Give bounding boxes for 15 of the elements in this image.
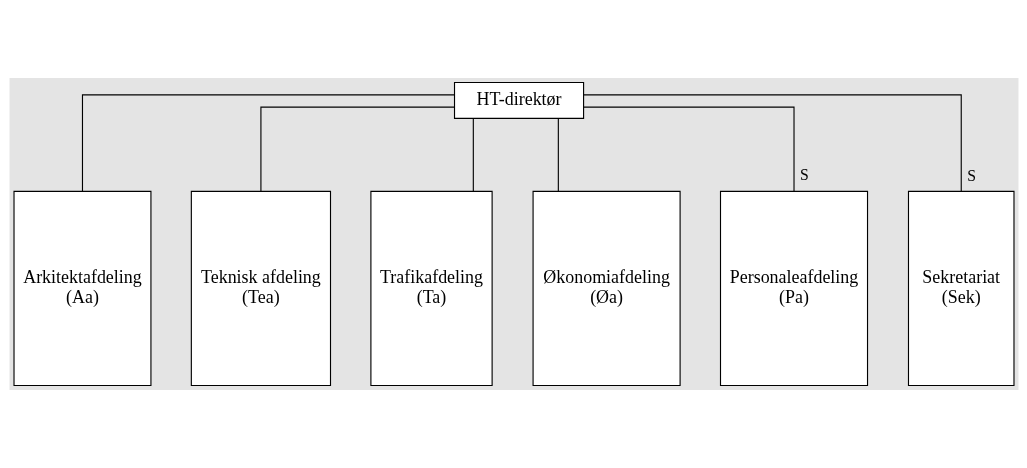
node-box: HT-direktør <box>453 81 584 119</box>
node-box: Arkitektafdeling (Aa) <box>12 190 151 387</box>
connector <box>472 117 474 192</box>
connector <box>582 106 795 192</box>
connector <box>259 106 455 192</box>
node-box: Sekretariat (Sek) <box>907 190 1015 387</box>
node-box: Økonomiafdeling (Øa) <box>532 190 681 387</box>
connector <box>582 94 962 192</box>
node-box: Trafikafdeling (Ta) <box>369 190 493 387</box>
connector <box>81 94 455 192</box>
node-box: Personaleafdeling (Pa) <box>719 190 868 387</box>
edge-label: S <box>799 166 809 184</box>
edge-label: S <box>966 166 976 184</box>
node-box: Teknisk afdeling (Tea) <box>190 190 331 387</box>
connector <box>557 117 559 192</box>
